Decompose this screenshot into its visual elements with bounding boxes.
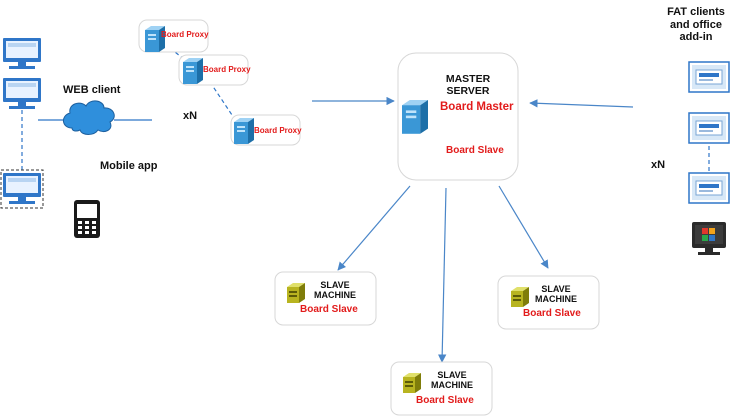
slave-machine-title-1: SLAVE MACHINE bbox=[314, 280, 356, 301]
office-monitor-icon bbox=[692, 222, 726, 255]
board-master-label: Board Master bbox=[440, 101, 514, 113]
master-server-icon bbox=[402, 100, 428, 134]
board-proxy-label-3: Board Proxy bbox=[254, 126, 302, 135]
master-board-slave-label: Board Slave bbox=[446, 145, 504, 156]
slave-board-slave-label-3: Board Slave bbox=[523, 308, 581, 319]
server-tower-icon bbox=[234, 118, 254, 144]
slave-server-icon bbox=[287, 283, 305, 303]
mobile-app-label: Mobile app bbox=[100, 160, 158, 172]
server-tower-icon bbox=[183, 58, 203, 84]
xn-right-label: xN bbox=[651, 159, 666, 171]
desktop-icon bbox=[3, 38, 41, 69]
arrow-master-to-slave3 bbox=[498, 185, 549, 269]
slave-board-slave-label-2: Board Slave bbox=[416, 395, 474, 406]
desktop-selection-frame bbox=[0, 169, 44, 209]
slave-machine-title-2: SLAVE MACHINE bbox=[431, 370, 473, 391]
fat-clients-label: FAT clients and office add-in bbox=[667, 6, 725, 44]
master-server-title: MASTER SERVER bbox=[445, 73, 491, 98]
fat-client-monitor-icon bbox=[688, 61, 730, 93]
slave-server-icon bbox=[403, 373, 421, 393]
arrow-fat-to-master bbox=[529, 99, 634, 108]
master-server-box bbox=[397, 52, 519, 181]
arrow-master-to-slave1 bbox=[337, 185, 411, 271]
desktop-icon bbox=[3, 78, 41, 109]
xn-left-label: xN bbox=[183, 110, 198, 122]
fat-client-monitor-icon bbox=[688, 112, 730, 144]
arrow-master-to-slave2 bbox=[437, 187, 447, 363]
board-proxy-label-2: Board Proxy bbox=[203, 65, 251, 74]
desktop-icon bbox=[3, 173, 41, 204]
slave-machine-title-3: SLAVE MACHINE bbox=[535, 284, 577, 305]
mobile-phone-icon bbox=[74, 200, 100, 238]
board-proxy-label-1: Board Proxy bbox=[161, 30, 209, 39]
internet-cloud-icon bbox=[63, 100, 115, 135]
web-client-label: WEB client bbox=[63, 84, 121, 96]
slave-board-slave-label-1: Board Slave bbox=[300, 304, 358, 315]
fat-client-monitor-icon bbox=[688, 172, 730, 204]
